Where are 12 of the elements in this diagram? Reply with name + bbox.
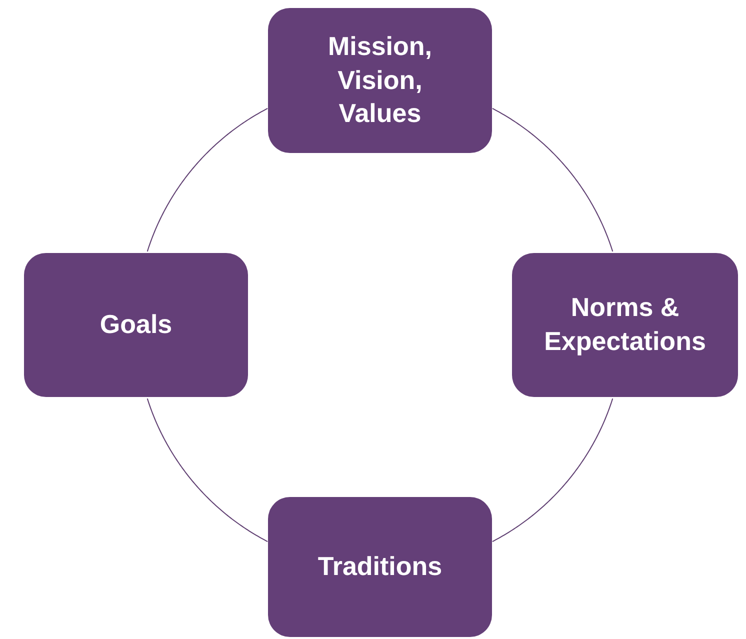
process-box [512,253,738,397]
process-box [24,253,248,397]
connector-arc [146,108,268,252]
connector-arc [146,398,268,542]
box-label: Norms & Expectations [543,291,707,358]
process-box [268,8,492,153]
connector-arc [492,398,614,542]
connector-arc [492,108,614,252]
box-label: Mission, Vision, Values [326,30,433,130]
process-box [268,497,492,637]
box-label: Traditions [318,550,442,584]
box-label: Goals [100,308,172,342]
